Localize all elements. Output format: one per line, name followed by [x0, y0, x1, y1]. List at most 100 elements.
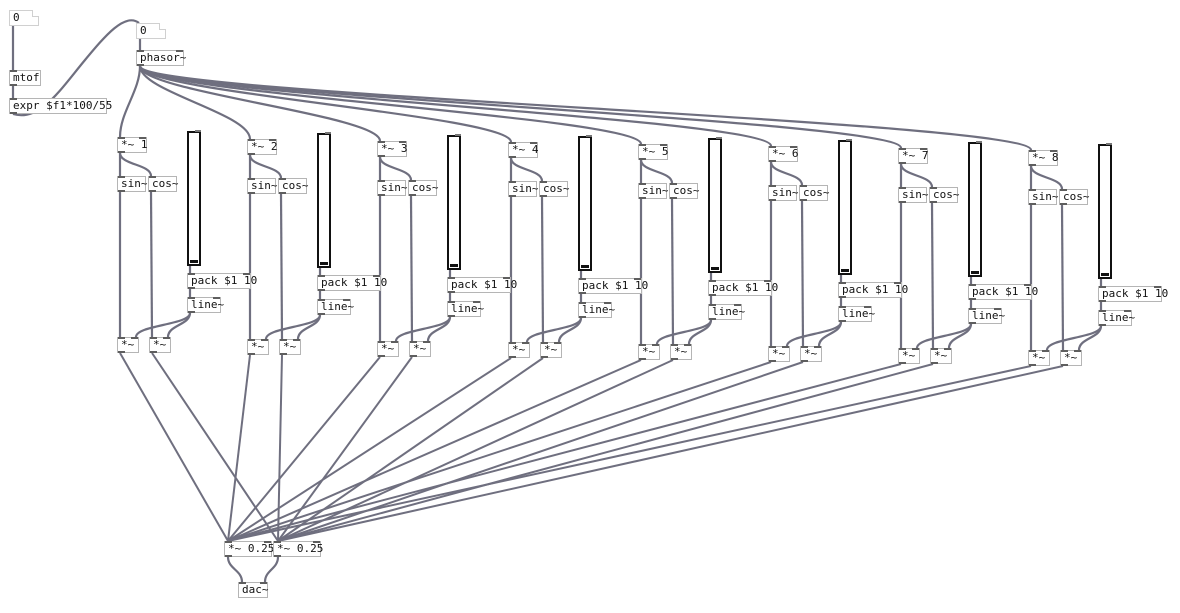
voice-4-mult-label: *~ 4: [512, 143, 539, 156]
voice-2-sin[interactable]: sin~: [247, 178, 278, 194]
voice-3-pack[interactable]: pack $1 10: [447, 277, 517, 293]
voice-8-out-b[interactable]: *~: [1060, 350, 1082, 366]
voice-3-out-b[interactable]: *~: [409, 341, 431, 357]
number-box-phasor[interactable]: 0: [136, 23, 166, 39]
voice-8-out-a[interactable]: *~: [1028, 350, 1050, 366]
slider-knob[interactable]: [841, 269, 849, 272]
voice-8-cos[interactable]: cos~: [1059, 189, 1090, 205]
voice-8-amplitude-slider[interactable]: [1098, 143, 1112, 279]
slider-stub: [976, 141, 982, 143]
voice-6-pack[interactable]: pack $1 10: [838, 282, 908, 298]
voice-8-pack[interactable]: pack $1 10: [1098, 286, 1168, 302]
slider-knob[interactable]: [320, 262, 328, 265]
voice-7-cos[interactable]: cos~: [929, 187, 960, 203]
voice-7-line[interactable]: line~: [968, 308, 1005, 324]
voice-5-pack[interactable]: pack $1 10: [708, 280, 778, 296]
voice-6-pack-label: pack $1 10: [842, 283, 909, 296]
voice-7-sin[interactable]: sin~: [898, 187, 929, 203]
voice-1-amplitude-slider[interactable]: [187, 130, 201, 266]
voice-3-sin[interactable]: sin~: [377, 180, 408, 196]
patch-cord: [138, 65, 382, 142]
voice-1-cos[interactable]: cos~: [148, 176, 179, 192]
voice-5-line[interactable]: line~: [708, 304, 746, 320]
voice-4-out-a[interactable]: *~: [508, 342, 530, 358]
voice-6-mult[interactable]: *~ 6: [768, 146, 799, 162]
voice-7-out-a[interactable]: *~: [898, 348, 920, 364]
voice-1-out-a[interactable]: *~: [117, 337, 139, 353]
voice-1-sin[interactable]: sin~: [117, 176, 148, 192]
voice-2-mult[interactable]: *~ 2: [247, 139, 278, 155]
patch-cord: [670, 198, 675, 345]
voice-3-line[interactable]: line~: [447, 301, 484, 317]
voice-5-line-label: line~: [712, 305, 746, 318]
patch-cord: [509, 157, 544, 182]
voice-6-cos-label: cos~: [803, 186, 830, 199]
voice-1-out-b[interactable]: *~: [149, 337, 171, 353]
phasor-object[interactable]: phasor~: [136, 50, 186, 66]
voice-3-cos[interactable]: cos~: [408, 180, 439, 196]
voice-4-amplitude-slider[interactable]: [578, 135, 592, 271]
dac-object[interactable]: dac~: [238, 582, 269, 598]
voice-6-amplitude-slider[interactable]: [838, 139, 852, 275]
slider-knob[interactable]: [190, 260, 198, 263]
patch-cord: [277, 354, 283, 542]
patch-cord: [166, 312, 192, 338]
voice-7-pack[interactable]: pack $1 10: [968, 284, 1038, 300]
voice-1-pack-label: pack $1 10: [191, 274, 258, 287]
voice-5-cos[interactable]: cos~: [669, 183, 700, 199]
voice-2-cos[interactable]: cos~: [278, 178, 309, 194]
voice-7-amplitude-slider[interactable]: [968, 141, 982, 277]
voice-3-amplitude-slider[interactable]: [447, 134, 461, 270]
voice-2-amplitude-slider[interactable]: [317, 132, 331, 268]
voice-5-out-a[interactable]: *~: [638, 344, 660, 360]
expr-object[interactable]: expr $f1*100/55: [9, 98, 112, 114]
patch-cord: [227, 363, 902, 542]
voice-8-line[interactable]: line~: [1098, 310, 1135, 326]
voice-4-pack[interactable]: pack $1 10: [578, 278, 648, 294]
slider-knob[interactable]: [450, 264, 458, 267]
output-gain-left[interactable]: *~ 0.25: [224, 541, 274, 557]
voice-5-sin-label: sin~: [642, 184, 669, 197]
voice-1-mult[interactable]: *~ 1: [117, 137, 148, 153]
voice-5-sin[interactable]: sin~: [638, 183, 669, 199]
voice-6-out-a[interactable]: *~: [768, 346, 790, 362]
voice-5-out-b[interactable]: *~: [670, 344, 692, 360]
voice-6-cos[interactable]: cos~: [799, 185, 830, 201]
voice-2-pack[interactable]: pack $1 10: [317, 275, 387, 291]
voice-6-sin[interactable]: sin~: [768, 185, 799, 201]
voice-2-out-a[interactable]: *~: [247, 339, 269, 355]
patch-cord: [277, 359, 674, 542]
number-box-left[interactable]: 0: [9, 10, 39, 26]
voice-5-amplitude-slider[interactable]: [708, 137, 722, 273]
output-gain-right[interactable]: *~ 0.25: [273, 541, 323, 557]
slider-knob[interactable]: [1101, 273, 1109, 276]
voice-3-mult[interactable]: *~ 3: [377, 141, 408, 157]
voice-7-mult[interactable]: *~ 7: [898, 148, 929, 164]
voice-1-pack[interactable]: pack $1 10: [187, 273, 257, 289]
voice-4-sin[interactable]: sin~: [508, 181, 539, 197]
voice-3-out-a[interactable]: *~: [377, 341, 399, 357]
voice-2-out-b[interactable]: *~: [279, 339, 301, 355]
voice-5-out-a-label: *~: [642, 345, 656, 358]
voice-4-mult[interactable]: *~ 4: [508, 142, 539, 158]
voice-2-line[interactable]: line~: [317, 299, 354, 315]
voice-4-line[interactable]: line~: [578, 302, 615, 318]
slider-stub: [716, 137, 722, 139]
patch-cord: [118, 65, 142, 138]
mtof-object[interactable]: mtof: [9, 70, 41, 86]
voice-5-mult[interactable]: *~ 5: [638, 144, 669, 160]
voice-7-out-b[interactable]: *~: [930, 348, 952, 364]
voice-1-line[interactable]: line~: [187, 297, 224, 313]
voice-8-mult[interactable]: *~ 8: [1028, 150, 1059, 166]
voice-6-out-b[interactable]: *~: [800, 346, 822, 362]
voice-4-out-b[interactable]: *~: [540, 342, 562, 358]
voice-7-sin-label: sin~: [902, 188, 929, 201]
voice-6-line[interactable]: line~: [838, 306, 875, 322]
slider-knob[interactable]: [711, 267, 719, 270]
voice-8-out-a-label: *~: [1032, 351, 1046, 364]
slider-knob[interactable]: [971, 271, 979, 274]
voice-8-sin[interactable]: sin~: [1028, 189, 1059, 205]
voice-4-cos[interactable]: cos~: [539, 181, 570, 197]
slider-knob[interactable]: [581, 265, 589, 268]
